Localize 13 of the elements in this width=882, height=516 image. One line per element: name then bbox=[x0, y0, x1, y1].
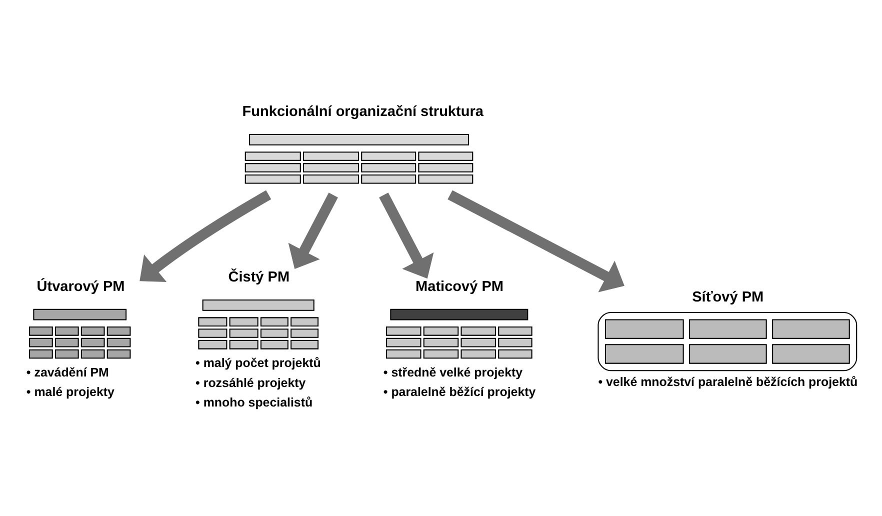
node-label: • paralelně běžící projekty bbox=[383, 385, 536, 400]
node-label: • mnoho specialistů bbox=[196, 396, 313, 410]
node-label: Útvarový PM bbox=[36, 278, 125, 295]
node-label: Síťový PM bbox=[692, 289, 764, 306]
node-label: • malé projekty bbox=[26, 385, 114, 400]
node-label: • rozsáhlé projekty bbox=[196, 376, 306, 390]
node-label: Čistý PM bbox=[228, 270, 290, 286]
node-label: • zavádění PM bbox=[26, 365, 109, 380]
node-label: Maticový PM bbox=[416, 278, 504, 295]
node-label: • středně velké projekty bbox=[383, 365, 523, 380]
node-label: Funkcionální organizační struktura bbox=[242, 104, 484, 120]
node-label: • velké množství paralelně běžících projektů bbox=[598, 374, 858, 389]
node-label: • malý počet projektů bbox=[196, 356, 321, 370]
